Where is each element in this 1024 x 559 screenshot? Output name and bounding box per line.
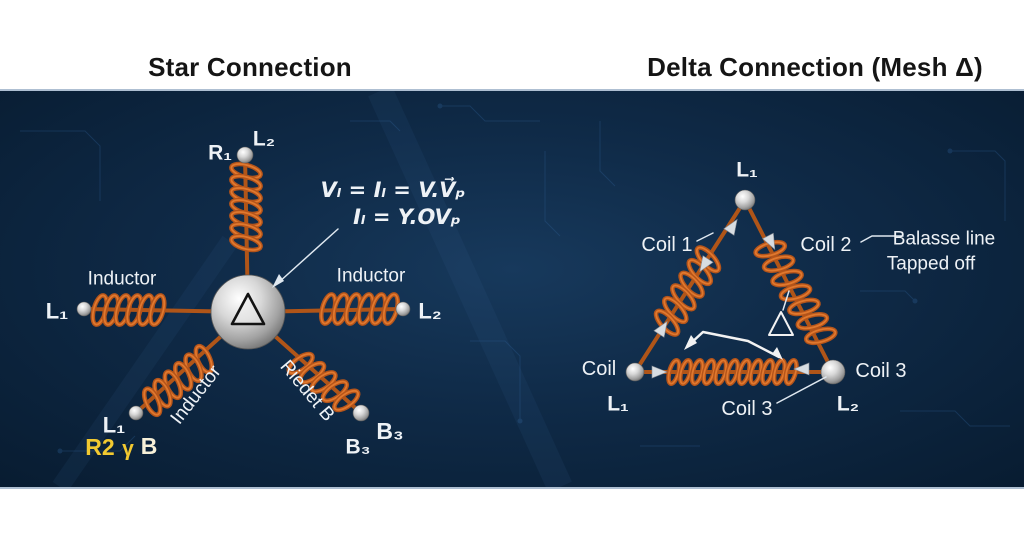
interior-delta-symbol <box>768 311 794 336</box>
delta-label-coil2: Coil 2 <box>800 234 851 256</box>
interior-annotation-line <box>688 330 781 359</box>
light-streaks <box>52 91 572 487</box>
star-label-inductor-right: Inductor <box>337 266 406 287</box>
star-label-gamma: γ <box>122 438 134 461</box>
star-label-r2: R2 <box>85 434 114 460</box>
delta-connection-diagram: L₁ Coil 1 Coil 2 Balasse line Tapped off… <box>582 159 995 421</box>
star-node-right <box>395 301 411 317</box>
star-label-b: B <box>141 433 158 459</box>
delta-label-l1-left: L₁ <box>607 393 629 416</box>
interior-arrowhead-icon <box>684 335 697 350</box>
delta-note-balasse-line: Balasse line <box>893 229 995 250</box>
arrow-icon <box>699 255 714 273</box>
arrow-icon <box>651 365 668 379</box>
delta-coil-1 <box>653 245 722 337</box>
star-label-b3-upper: B₃ <box>376 418 403 444</box>
star-label-r1: R₁ <box>208 142 232 165</box>
delta-direction-arrows <box>651 218 810 379</box>
formula-callout-line <box>277 228 339 284</box>
delta-coil-3 <box>666 358 799 386</box>
star-node-bottom-right <box>352 404 370 422</box>
delta-node-left <box>625 362 645 382</box>
star-connection-diagram: Vₗ = Iₗ = V.V⃗ₚ Iₗ = Y.OVₚ R₁ L₂ Inducto… <box>46 128 466 461</box>
delta-label-l2-right: L₂ <box>837 393 859 416</box>
star-label-l1-bottom: L₁ <box>103 413 126 438</box>
circuit-diagram-svg: Vₗ = Iₗ = V.V⃗ₚ Iₗ = Y.OVₚ R₁ L₂ Inducto… <box>20 91 1010 487</box>
star-label-inductor-left: Inductor <box>88 269 157 290</box>
delta-label-l1-apex: L₁ <box>736 159 758 182</box>
star-label-b3-lower: B₃ <box>346 436 371 459</box>
arrow-icon <box>653 320 668 338</box>
arrow-icon <box>793 362 810 376</box>
star-label-l2-right: L₂ <box>418 299 441 324</box>
delta-label-coil3-bottom: Coil 3 <box>721 398 772 420</box>
delta-node-right <box>820 359 846 385</box>
delta-node-apex <box>734 189 756 211</box>
interior-arrowhead-icon <box>772 347 783 360</box>
delta-label-coil1: Coil 1 <box>641 234 692 256</box>
star-coil-top <box>229 161 263 253</box>
star-node-left <box>76 301 92 317</box>
delta-label-coil-left: Coil <box>582 358 616 380</box>
arrow-icon <box>723 218 738 236</box>
delta-note-tapped-off: Tapped off <box>887 254 976 275</box>
balasse-callout <box>860 235 904 243</box>
star-label-l1-left: L₁ <box>46 299 69 324</box>
formula-line2: Iₗ = Y.OVₚ <box>353 205 461 229</box>
formula-callout-arrowhead-icon <box>272 274 284 288</box>
coil1-callout <box>696 232 714 242</box>
diagram-panel: Vₗ = Iₗ = V.V⃗ₚ Iₗ = Y.OVₚ R₁ L₂ Inducto… <box>0 89 1024 489</box>
interior-delta-tick <box>782 290 790 311</box>
star-coil-bottom-left <box>141 343 215 418</box>
arrow-icon <box>762 232 776 251</box>
star-coil-bottom-right <box>286 351 361 413</box>
star-coil-left <box>90 293 167 327</box>
delta-label-coil3-right: Coil 3 <box>855 360 906 382</box>
circuit-board-traces <box>20 103 1010 454</box>
delta-connection-title: Delta Connection (Mesh Δ) <box>647 52 983 82</box>
star-node-top <box>236 146 254 164</box>
formula-line1: Vₗ = Iₗ = V.V⃗ₚ <box>321 177 466 202</box>
star-connection-title: Star Connection <box>148 52 352 82</box>
star-hub-delta-symbol <box>230 292 266 326</box>
star-label-l2-top: L₂ <box>253 128 275 151</box>
star-coil-right <box>318 292 401 326</box>
coil3-bottom-callout <box>776 376 827 404</box>
star-node-bottom-left <box>128 405 144 421</box>
